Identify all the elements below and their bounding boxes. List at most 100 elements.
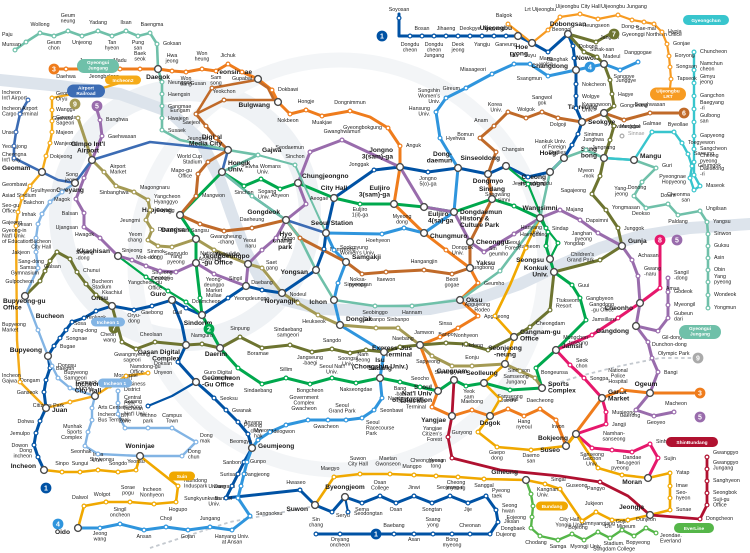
station-gwanghwamun[interactable]: [339, 137, 345, 143]
station-sinchon[interactable]: [241, 183, 247, 189]
station-neunggok[interactable]: [159, 79, 165, 85]
station-namtaeryeong[interactable]: [379, 395, 385, 401]
station-geomdan-oryu[interactable]: [49, 95, 55, 101]
station-sagajeong[interactable]: [589, 191, 595, 197]
station-cheong-myeong[interactable]: [455, 474, 461, 480]
station-dokbawi[interactable]: [269, 87, 275, 93]
station-bucheon-city-hall[interactable]: [54, 249, 60, 255]
station-ewha-womans-univ[interactable]: [258, 176, 264, 182]
station-banghak[interactable]: [571, 55, 577, 61]
station-yongdu[interactable]: [525, 181, 531, 187]
station-airport-market[interactable]: [101, 169, 107, 175]
station-yang-jeong[interactable]: [631, 193, 637, 199]
station-isu-chongshin-univ[interactable]: [379, 347, 389, 357]
station-bucheon-stadium[interactable]: [83, 281, 89, 287]
station-hakdong[interactable]: [485, 347, 491, 353]
station-sogang-univ[interactable]: [249, 193, 255, 199]
station-techno-park[interactable]: [145, 425, 151, 431]
station-soongsil-univ[interactable]: [347, 350, 353, 356]
station-sae-mal[interactable]: [641, 19, 647, 25]
station-gongdeok[interactable]: [281, 215, 291, 225]
station-gil-dong[interactable]: [655, 328, 661, 334]
station-yeokgok[interactable]: [93, 308, 99, 314]
station-asin[interactable]: [705, 255, 711, 261]
station-sindang[interactable]: [487, 194, 497, 204]
station-mapo[interactable]: [273, 235, 279, 241]
station-seongsu[interactable]: [545, 254, 555, 264]
station-yang-pyeong[interactable]: [173, 269, 179, 275]
station-unyeon[interactable]: [145, 370, 151, 376]
station-seodongtan[interactable]: [345, 509, 351, 515]
station-bokjeong[interactable]: [571, 429, 581, 439]
station-woninjae[interactable]: [135, 451, 145, 461]
station-sanggal[interactable]: [481, 476, 487, 482]
station-sindaebang[interactable]: [259, 381, 265, 387]
station-myeong-hak[interactable]: [245, 431, 251, 437]
station-bucheon[interactable]: [69, 319, 75, 325]
station-gubeun-dari[interactable]: [665, 315, 671, 321]
station-yangcheon-hyanggyo[interactable]: [145, 197, 151, 203]
station-bopyeong[interactable]: [631, 533, 637, 539]
station-gonjae[interactable]: [664, 41, 670, 47]
station-gyesan[interactable]: [35, 221, 41, 227]
station-namchun-cheon[interactable]: [691, 67, 697, 73]
station-samseong-jungang[interactable]: [517, 368, 523, 374]
station-konkuk-univ[interactable]: [549, 267, 559, 277]
station-bongeunsa[interactable]: [532, 375, 538, 381]
station-suji-gu-office[interactable]: [704, 502, 710, 508]
station-jeondae-everland[interactable]: [653, 530, 659, 536]
station-gangmae[interactable]: [159, 103, 165, 109]
station-yeouido[interactable]: [243, 259, 253, 269]
station-jamsil[interactable]: [551, 345, 561, 355]
station-express-bus-terminal[interactable]: [415, 340, 425, 350]
station-hapjeong[interactable]: [175, 210, 185, 220]
station-suseo[interactable]: [561, 441, 571, 451]
station-ungilsan[interactable]: [697, 208, 703, 214]
station-haengdang[interactable]: [511, 231, 517, 237]
station-yongmasan[interactable]: [603, 207, 609, 213]
station-suwon[interactable]: [310, 500, 320, 510]
station-namguro[interactable]: [199, 341, 205, 347]
station-sinheung[interactable]: [647, 441, 653, 447]
station-bonghwasan[interactable]: [647, 110, 653, 116]
station-mang-wolsa[interactable]: [545, 49, 551, 55]
station-surisan[interactable]: [241, 471, 247, 477]
station-incheon-int-l-airport[interactable]: [25, 97, 31, 103]
station-bakchon[interactable]: [47, 199, 53, 205]
station-baek-seok[interactable]: [137, 66, 143, 72]
station-songsan[interactable]: [667, 64, 673, 70]
station-madeul[interactable]: [594, 54, 600, 60]
station-olympic-park[interactable]: [649, 355, 655, 361]
station-chungmuro[interactable]: [419, 228, 429, 238]
station-myeong-dong[interactable]: [401, 225, 407, 231]
station-wolgye[interactable]: [573, 93, 579, 99]
station-lrt-uijeongbu[interactable]: [557, 14, 563, 20]
station-sujin[interactable]: [655, 455, 661, 461]
station-heukseok[interactable]: [315, 312, 321, 318]
station-gaebong[interactable]: [149, 303, 155, 309]
station-bojeong[interactable]: [579, 518, 585, 524]
station-saet-gang[interactable]: [259, 265, 265, 271]
station-sangnoksu[interactable]: [247, 513, 253, 519]
station-world-cup-stadium[interactable]: [205, 159, 211, 165]
station-sinyongsan[interactable]: [335, 280, 341, 286]
station-bomun[interactable]: [477, 135, 483, 141]
station-jangji[interactable]: [603, 421, 609, 427]
station-yeonsu[interactable]: [133, 467, 139, 473]
station-sema[interactable]: [359, 500, 365, 506]
station-changsin[interactable]: [493, 149, 499, 155]
station-sanseong[interactable]: [589, 445, 595, 451]
station-dongdu-cheon-jungang[interactable]: [431, 33, 437, 39]
station-dohwa[interactable]: [37, 418, 43, 424]
station-songnae[interactable]: [57, 335, 63, 341]
station-gangnam[interactable]: [449, 375, 459, 385]
station-ttukseom-resort[interactable]: [547, 307, 553, 313]
station-magok[interactable]: [73, 196, 79, 202]
station-sookmyung-women-s-univ[interactable]: [331, 247, 337, 253]
station-paldang[interactable]: [675, 212, 681, 218]
station-dapsimni[interactable]: [577, 217, 583, 223]
station-munhak-sports-complex[interactable]: [85, 429, 91, 435]
station-daebang[interactable]: [259, 287, 265, 293]
station-geombawi[interactable]: [27, 183, 33, 189]
station-osan[interactable]: [393, 500, 399, 506]
